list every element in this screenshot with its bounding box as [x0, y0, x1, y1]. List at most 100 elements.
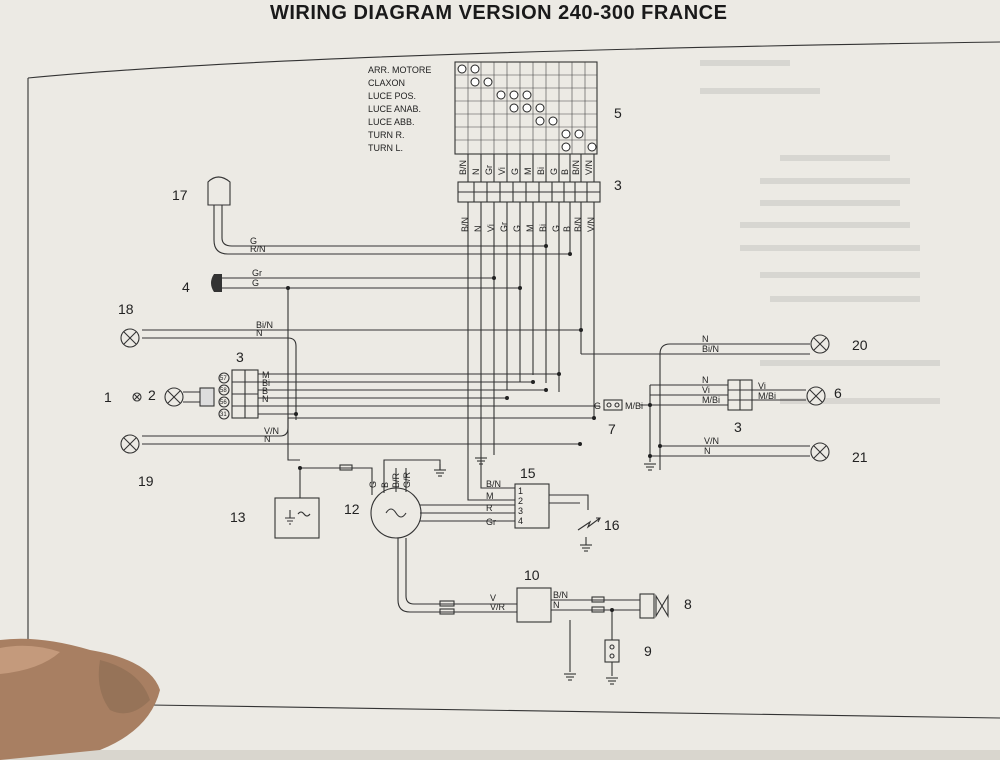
wire-label: Bi/N [256, 320, 273, 330]
wire-label: M [523, 168, 533, 176]
switch-matrix: ARR. MOTORE CLAXON LUCE POS. LUCE ANAB. … [368, 61, 598, 155]
connector-wire-labels: B/N N Vi Gr G M Bi G B B/N V/N [460, 217, 596, 232]
wire-label: N [704, 446, 711, 456]
wire-label: B/N [458, 160, 468, 175]
wire-label: B [560, 169, 570, 175]
wire-label: Gr [252, 268, 262, 278]
wire-label: B/N [571, 160, 581, 175]
wire-label: N [553, 600, 560, 610]
component-number: 8 [684, 596, 692, 612]
component-number: 10 [524, 567, 540, 583]
wire-label: N [256, 328, 263, 338]
wire-label: V [490, 593, 496, 603]
wire-label: N [702, 334, 709, 344]
wire-label: R [486, 503, 493, 513]
main-connector [457, 181, 601, 203]
pin-label: 1 [518, 486, 523, 496]
wire-label: B [562, 226, 572, 232]
component-number: 12 [344, 501, 360, 517]
wire-label: V/N [586, 217, 596, 232]
right-connector [727, 379, 753, 411]
wire-label: Vi [702, 385, 710, 395]
lamp-icon [806, 386, 826, 406]
wire-label: Gr [484, 165, 494, 175]
component-number: 3 [734, 419, 742, 435]
ignition-module-box [516, 587, 552, 623]
wire-label: N [471, 169, 481, 176]
wire-label: M [486, 491, 494, 501]
frame-bottom-line [149, 704, 1000, 719]
component-number: 7 [608, 421, 616, 437]
wire-label: B/R [391, 472, 401, 488]
wire-label: Vi [497, 167, 507, 175]
pin-label: 31 [220, 412, 227, 418]
wire-label: B [380, 482, 390, 488]
component-number: 15 [520, 465, 536, 481]
matrix-row-label: LUCE POS. [368, 91, 416, 101]
component-number: 5 [614, 105, 622, 121]
wire-label: M/Bi [758, 391, 776, 401]
lamp-icon [120, 434, 140, 454]
ground-symbols [434, 457, 656, 685]
component-number: 16 [604, 517, 620, 533]
lamp-icon [810, 334, 830, 354]
matrix-to-connector-wires [467, 154, 595, 182]
wire-label: Bi [536, 167, 546, 175]
wire-label: Bi [538, 224, 548, 232]
frame-top-line [27, 41, 1000, 79]
wire-label: M/Bi [625, 401, 643, 411]
spark-plug-icon [577, 517, 601, 531]
junction-dots [286, 244, 662, 612]
component-number: 6 [834, 385, 842, 401]
wire-label: Gr [486, 517, 496, 527]
inline-connectors [339, 464, 605, 615]
component-number: 9 [644, 643, 652, 659]
matrix-row-label: LUCE ANAB. [368, 104, 421, 114]
matrix-row-label: CLAXON [368, 78, 405, 88]
bleed-through-text [700, 60, 940, 404]
thumb-photo [0, 638, 160, 760]
component-number: 17 [172, 187, 188, 203]
component-number: 2 [148, 387, 156, 403]
wire-label: G [594, 401, 601, 411]
wire-label: G [510, 168, 520, 175]
ignition-coil-icon [639, 593, 669, 619]
wire-label: V/N [704, 436, 719, 446]
switch-icon [211, 274, 222, 292]
wire-label: G [512, 225, 522, 232]
pin-label: 56 [220, 400, 227, 406]
component-number: 19 [138, 473, 154, 489]
left-connector: 57 58 56 31 [218, 369, 259, 420]
wire-label: M/Bi [702, 395, 720, 405]
matrix-wire-labels: B/N N Gr Vi G M Bi G B B/N V/N [458, 160, 594, 175]
horn-icon [207, 176, 231, 206]
wire-label: V/N [584, 160, 594, 175]
wire-label: Bi/N [702, 344, 719, 354]
component-number: 3 [236, 349, 244, 365]
battery-icon [274, 497, 320, 539]
wire-label: N [264, 434, 271, 444]
wire-label: B/N [486, 479, 501, 489]
component-number: 20 [852, 337, 868, 353]
wire-label: N [262, 394, 269, 404]
component-number: 13 [230, 509, 246, 525]
pin-label: 4 [518, 516, 523, 526]
wire-label: Gr [499, 222, 509, 232]
wire-label: B/N [573, 217, 583, 232]
pin-label: 57 [220, 376, 227, 382]
wire-label: V/N [264, 426, 279, 436]
component-number: 21 [852, 449, 868, 465]
component-number: 4 [182, 279, 190, 295]
lamp-icon [810, 442, 830, 462]
switch-9-icon [604, 639, 620, 663]
page-title: WIRING DIAGRAM VERSION 240-300 FRANCE [270, 2, 728, 24]
regulator-box [514, 483, 550, 529]
headlight-icon [132, 387, 215, 407]
wire-label: G [252, 278, 259, 288]
wire-label: N [473, 226, 483, 233]
generator-icon [370, 487, 422, 539]
wire-label: G [551, 225, 561, 232]
matrix-row-label: TURN R. [368, 130, 405, 140]
